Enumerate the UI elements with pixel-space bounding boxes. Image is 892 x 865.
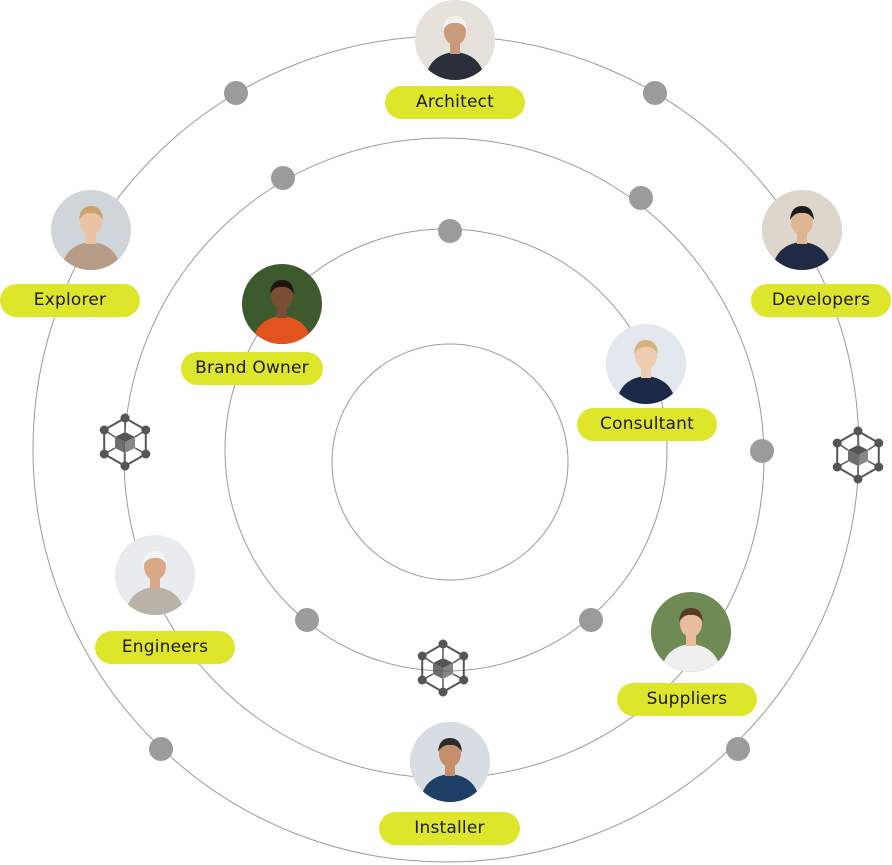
cube-network-icon bbox=[99, 413, 151, 471]
orbit-dot bbox=[726, 737, 750, 761]
orbit-dot bbox=[295, 608, 319, 632]
orbit-dot bbox=[149, 737, 173, 761]
orbit-dot bbox=[643, 81, 667, 105]
orbit-dot bbox=[750, 439, 774, 463]
orbit-ring-core bbox=[331, 343, 569, 581]
persona-label: Engineers bbox=[95, 631, 235, 664]
orbit-dot bbox=[224, 81, 248, 105]
developer-avatar bbox=[762, 190, 842, 270]
architect-avatar bbox=[415, 0, 495, 80]
persona-label: Architect bbox=[385, 86, 525, 119]
explorer-avatar bbox=[51, 190, 131, 270]
cube-network-icon bbox=[417, 639, 469, 697]
cube-network-icon bbox=[832, 426, 884, 484]
persona-label: Consultant bbox=[577, 408, 717, 441]
supplier-avatar bbox=[651, 592, 731, 672]
orbit-dot bbox=[579, 608, 603, 632]
persona-label: Brand Owner bbox=[181, 352, 323, 385]
brand-owner-avatar bbox=[242, 264, 322, 344]
persona-label: Installer bbox=[379, 812, 520, 845]
orbit-dot bbox=[629, 186, 653, 210]
orbit-dot bbox=[438, 219, 462, 243]
persona-label: Suppliers bbox=[617, 683, 757, 716]
installer-avatar bbox=[410, 722, 490, 802]
orbit-dot bbox=[271, 166, 295, 190]
engineer-avatar bbox=[115, 535, 195, 615]
consultant-avatar bbox=[606, 324, 686, 404]
persona-label: Developers bbox=[751, 284, 891, 317]
persona-label: Explorer bbox=[0, 284, 140, 317]
